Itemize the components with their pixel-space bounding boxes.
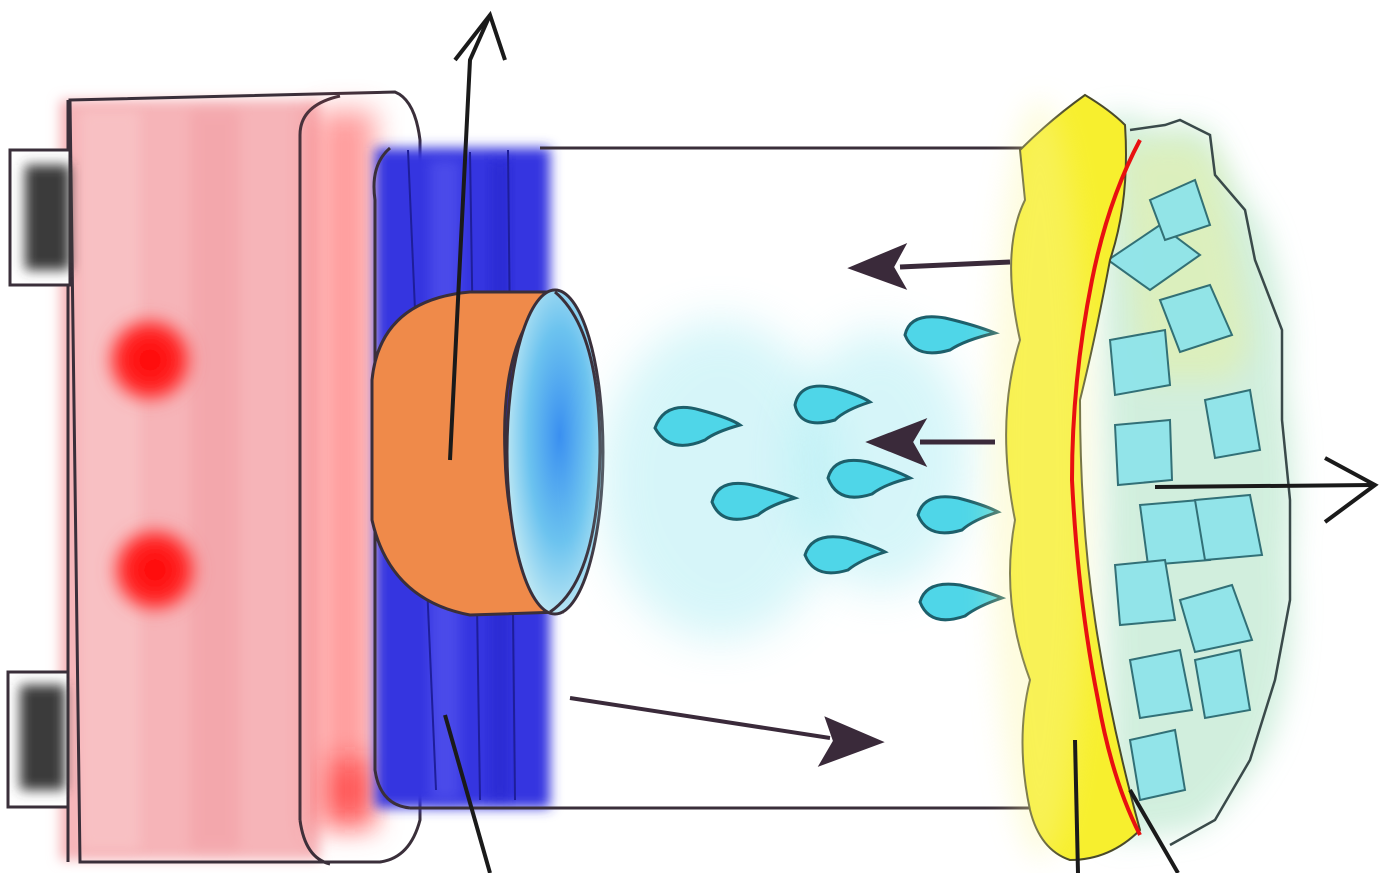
lower-right-arrow: [570, 698, 830, 738]
droplets: [600, 317, 1002, 640]
hot-spot-upper: [100, 310, 200, 410]
hot-spot-lower: [105, 520, 205, 620]
ice-right-arrow: [1155, 485, 1372, 487]
droplet: [905, 317, 995, 353]
upper-left-arrow: [900, 262, 1010, 267]
lens-element: [372, 290, 603, 615]
heater-tab-upper: [10, 150, 70, 285]
droplet: [918, 497, 998, 533]
droplet: [920, 584, 1002, 620]
heater-tab-lower: [8, 672, 68, 807]
heater-hot-strip: [315, 110, 375, 830]
